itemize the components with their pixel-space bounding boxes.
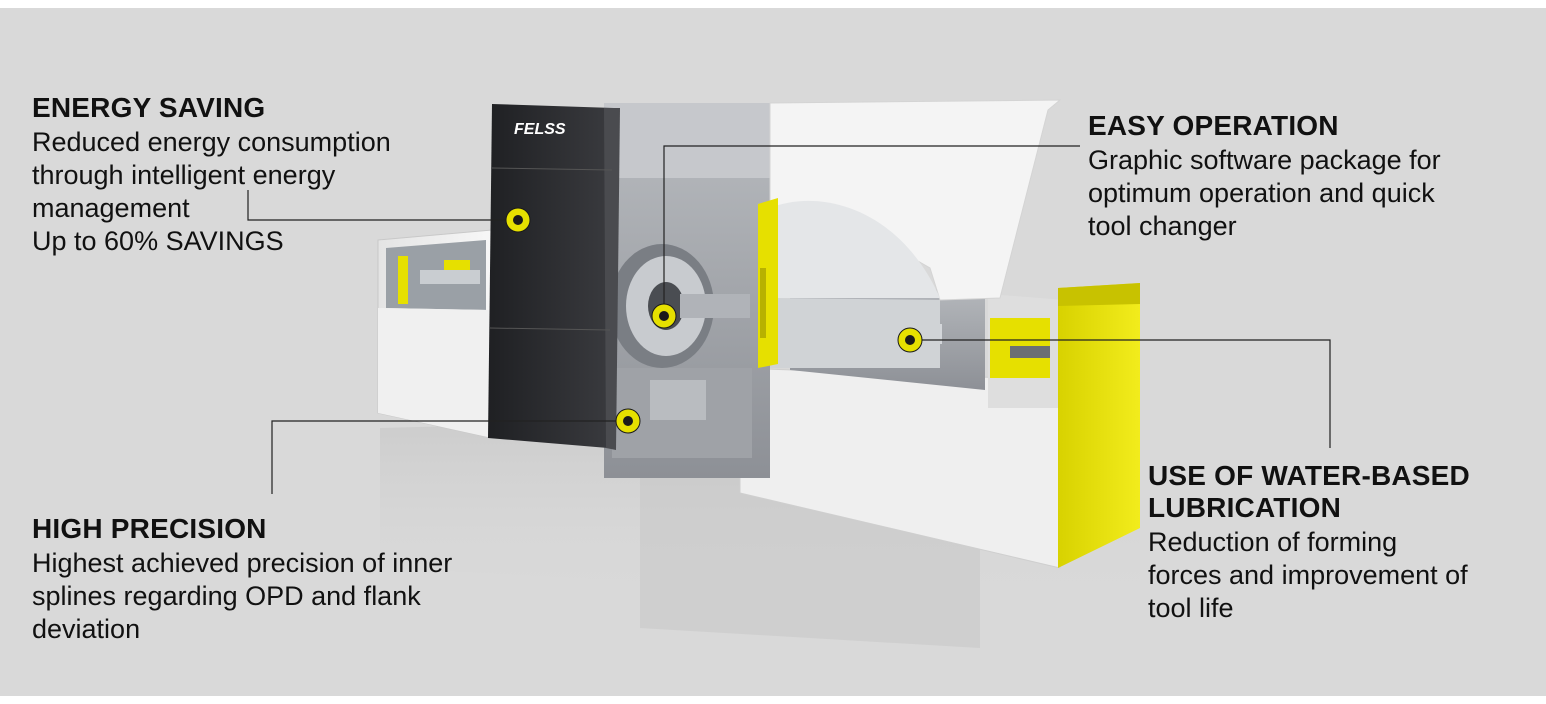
brand-logo: FELSS xyxy=(514,121,566,138)
precision-line-3: deviation xyxy=(32,614,141,644)
water-title-line-1: USE OF WATER-BASED xyxy=(1148,460,1470,491)
precision-description: Highest achieved precision of inner spli… xyxy=(32,547,532,646)
energy-title: ENERGY SAVING xyxy=(32,92,266,123)
machine-interior xyxy=(604,103,770,478)
water-callout-line xyxy=(910,339,1331,448)
precision-callout-line xyxy=(271,420,628,494)
precision-line-1: Highest achieved precision of inner xyxy=(32,548,453,578)
precision-marker xyxy=(615,408,641,434)
feature-easy-operation: EASY OPERATION Graphic software package … xyxy=(1088,110,1528,243)
infographic-stage: FELSS xyxy=(0,8,1546,696)
water-title: USE OF WATER-BASED LUBRICATION xyxy=(1148,460,1538,524)
easy-line-3: tool changer xyxy=(1088,211,1237,241)
energy-line-3: management xyxy=(32,193,190,223)
energy-line-1: Reduced energy consumption xyxy=(32,127,391,157)
precision-title: HIGH PRECISION xyxy=(32,513,267,544)
machine-canopy xyxy=(758,99,1062,368)
energy-description: Reduced energy consumption through intel… xyxy=(32,126,472,258)
energy-line-4: Up to 60% SAVINGS xyxy=(32,226,284,256)
machine-dark-door: FELSS xyxy=(488,104,620,450)
energy-callout-line xyxy=(247,190,518,221)
easy-description: Graphic software package for optimum ope… xyxy=(1088,144,1528,243)
energy-line-2: through intelligent energy xyxy=(32,160,336,190)
precision-line-2: splines regarding OPD and flank xyxy=(32,581,421,611)
callout-lines xyxy=(247,145,1331,494)
water-line-2: forces and improvement of xyxy=(1148,560,1468,590)
easy-title: EASY OPERATION xyxy=(1088,110,1339,141)
easy-marker xyxy=(651,303,677,329)
machine-left-unit xyxy=(377,229,493,439)
machine-illustration: FELSS xyxy=(247,99,1331,648)
easy-line-2: optimum operation and quick xyxy=(1088,178,1435,208)
water-marker xyxy=(897,327,923,353)
water-title-line-2: LUBRICATION xyxy=(1148,492,1341,523)
feature-high-precision: HIGH PRECISION Highest achieved precisio… xyxy=(32,513,532,646)
feature-water-based-lubrication: USE OF WATER-BASED LUBRICATION Reduction… xyxy=(1148,460,1538,625)
feature-energy-saving: ENERGY SAVING Reduced energy consumption… xyxy=(32,92,472,258)
energy-marker xyxy=(505,207,531,233)
easy-callout-line xyxy=(663,145,1080,316)
water-line-3: tool life xyxy=(1148,593,1234,623)
easy-line-1: Graphic software package for xyxy=(1088,145,1441,175)
hotspot-markers xyxy=(505,207,923,434)
water-description: Reduction of forming forces and improvem… xyxy=(1148,526,1538,625)
water-line-1: Reduction of forming xyxy=(1148,527,1398,557)
